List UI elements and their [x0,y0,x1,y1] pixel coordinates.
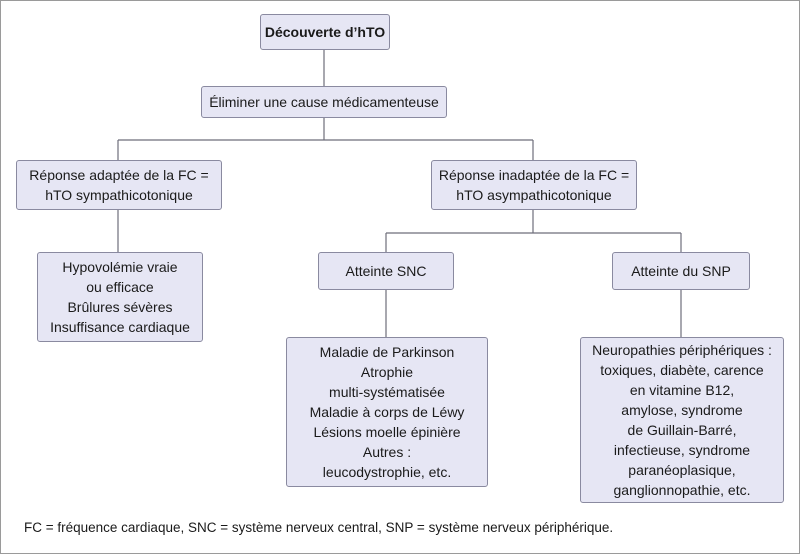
node-snc-line-1: Atteinte SNC [345,263,427,279]
node-root: Découverte d’hTO [260,14,390,50]
node-snp-line-1: Atteinte du SNP [631,263,731,279]
node-snc-causes-line-1: Maladie de Parkinson [319,344,455,360]
node-right-response-line-1: Réponse inadaptée de la FC = [438,167,630,183]
node-snp-causes-line-4: amylose, syndrome [621,402,743,418]
node-snp-causes-line-5: de Guillain-Barré, [627,422,737,438]
node-root-line-1: Découverte d’hTO [264,24,386,40]
node-snc-causes: Maladie de Parkinson Atrophie multi-syst… [286,337,488,487]
node-left-causes-line-1: Hypovolémie vraie [62,259,178,275]
node-snp-causes-line-1: Neuropathies périphériques : [592,342,772,358]
node-snp: Atteinte du SNP [612,252,750,290]
node-snc-causes-line-7: leucodystrophie, etc. [322,464,452,480]
node-snp-causes-line-3: en vitamine B12, [629,382,735,398]
node-right-response: Réponse inadaptée de la FC = hTO asympat… [431,160,637,210]
node-left-causes-line-4: Insuffisance cardiaque [50,319,190,335]
node-snc: Atteinte SNC [318,252,454,290]
node-snc-causes-line-6: Autres : [362,444,412,460]
node-eliminate-line-1: Éliminer une cause médicamenteuse [209,94,439,110]
node-left-response: Réponse adaptée de la FC = hTO sympathic… [16,160,222,210]
node-snp-causes: Neuropathies périphériques : toxiques, d… [580,337,784,503]
node-left-response-line-1: Réponse adaptée de la FC = [29,167,209,183]
node-snp-causes-line-6: infectieuse, syndrome [613,442,751,458]
node-left-causes-line-3: Brûlures sévères [67,299,173,315]
node-snc-causes-line-5: Lésions moelle épinière [313,424,461,440]
node-snc-causes-line-2: Atrophie [360,364,414,380]
node-snc-causes-line-4: Maladie à corps de Léwy [309,404,465,420]
node-left-response-line-2: hTO sympathicotonique [45,187,193,203]
node-eliminate: Éliminer une cause médicamenteuse [201,86,447,118]
footnote: FC = fréquence cardiaque, SNC = système … [24,520,614,535]
node-left-causes: Hypovolémie vraie ou efficace Brûlures s… [37,252,203,342]
node-right-response-line-2: hTO asympathicotonique [456,187,612,203]
node-snp-causes-line-7: paranéoplasique, [628,462,736,478]
node-left-causes-line-2: ou efficace [86,279,154,295]
node-snp-causes-line-2: toxiques, diabète, carence [600,362,764,378]
node-snc-causes-line-3: multi-systématisée [329,384,445,400]
node-snp-causes-line-8: ganglionnopathie, etc. [613,482,751,498]
